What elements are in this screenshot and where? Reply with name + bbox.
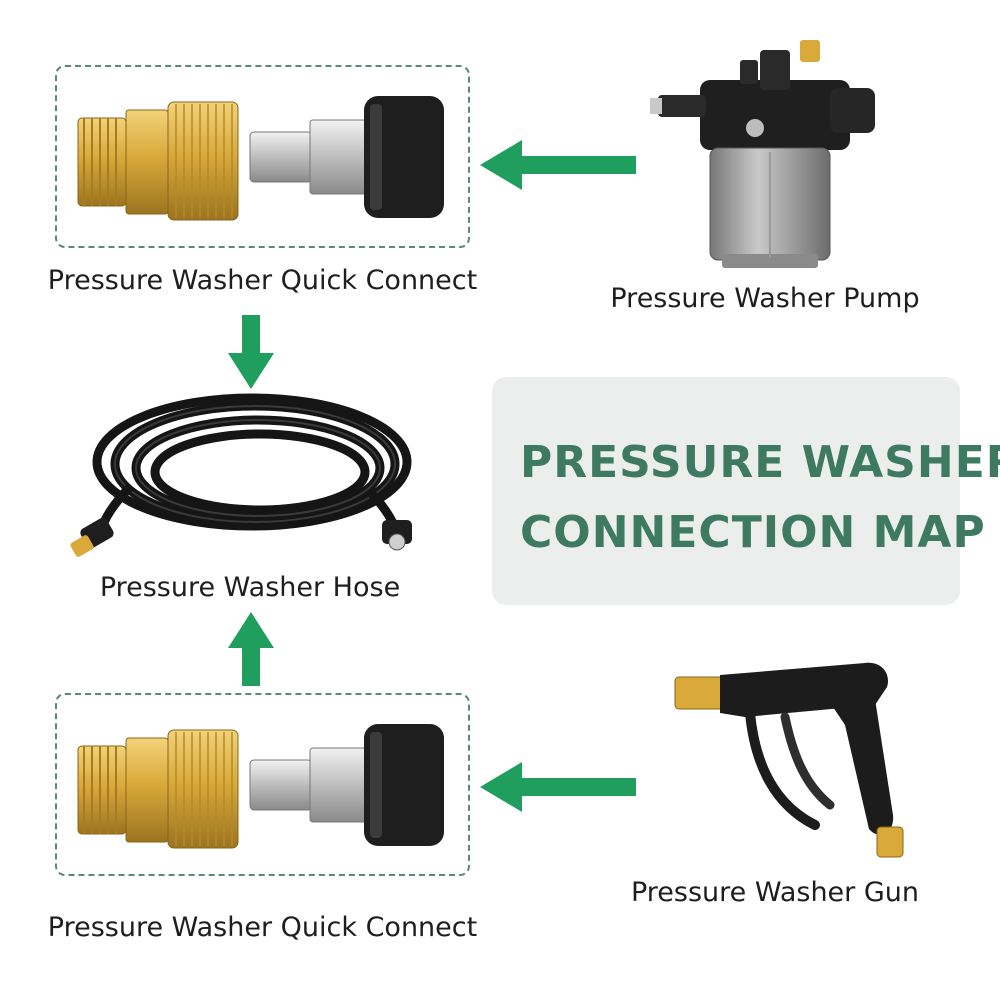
arrow-left-top — [480, 140, 636, 190]
quick-connect-bottom-image — [77, 724, 444, 849]
gun-label: Pressure Washer Gun — [630, 877, 919, 908]
hose-label: Pressure Washer Hose — [99, 572, 401, 603]
pressure-washer-gun-image — [674, 662, 904, 858]
arrow-up — [228, 612, 274, 686]
pump-label: Pressure Washer Pump — [610, 283, 920, 314]
quick-connect-bottom-label: Pressure Washer Quick Connect — [47, 912, 478, 943]
arrow-down — [228, 315, 274, 389]
quick-connect-bottom-frame — [55, 693, 470, 876]
pressure-washer-pump-image — [650, 40, 875, 268]
title-line-1: PRESSURE WASHER — [520, 437, 1000, 488]
pressure-washer-hose-image — [70, 393, 412, 557]
quick-connect-top-label: Pressure Washer Quick Connect — [47, 265, 478, 296]
title-card: PRESSURE WASHER CONNECTION MAP — [492, 377, 1000, 605]
quick-connect-top-image — [77, 96, 444, 221]
arrow-left-bottom — [480, 762, 636, 812]
title-line-2: CONNECTION MAP — [520, 507, 986, 558]
quick-connect-top-frame — [55, 65, 470, 248]
